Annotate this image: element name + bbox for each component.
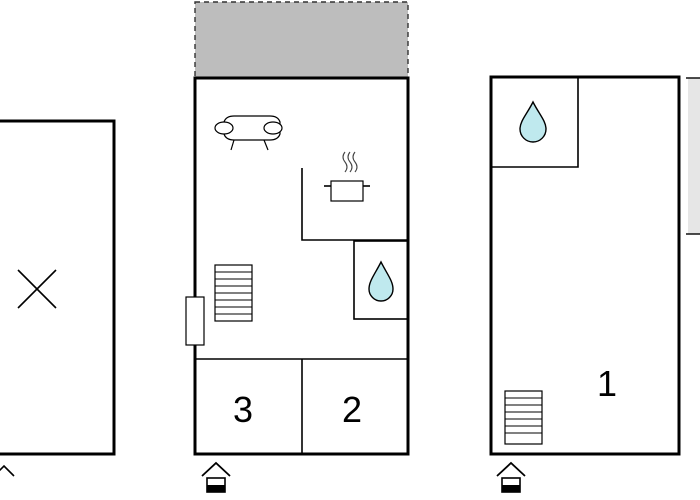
side-panel bbox=[686, 77, 700, 235]
floor-left bbox=[0, 119, 116, 477]
bathroom-walls bbox=[353, 240, 409, 320]
room-label-3: 3 bbox=[233, 389, 253, 430]
sofa-icon bbox=[214, 115, 283, 151]
water-drop-icon bbox=[519, 100, 547, 143]
water-drop-icon bbox=[368, 260, 394, 302]
stairs-icon bbox=[214, 264, 253, 322]
room-label-2: 2 bbox=[342, 389, 362, 430]
window-icon bbox=[185, 296, 205, 346]
floor-middle: 3 2 bbox=[185, 1, 410, 493]
cooking-pot-icon bbox=[324, 151, 370, 202]
floor-left-outline bbox=[0, 119, 116, 456]
stairs-icon bbox=[504, 390, 543, 445]
terrace-area bbox=[194, 1, 409, 79]
entrance-icon bbox=[496, 461, 526, 493]
floor-right: 1 bbox=[489, 75, 681, 493]
no-access-cross-icon bbox=[17, 269, 57, 309]
entrance-icon bbox=[201, 461, 231, 493]
bathroom-walls bbox=[491, 78, 579, 168]
entrance-icon bbox=[0, 464, 15, 477]
room-label-1: 1 bbox=[597, 363, 617, 404]
kitchen-wall bbox=[301, 168, 408, 241]
